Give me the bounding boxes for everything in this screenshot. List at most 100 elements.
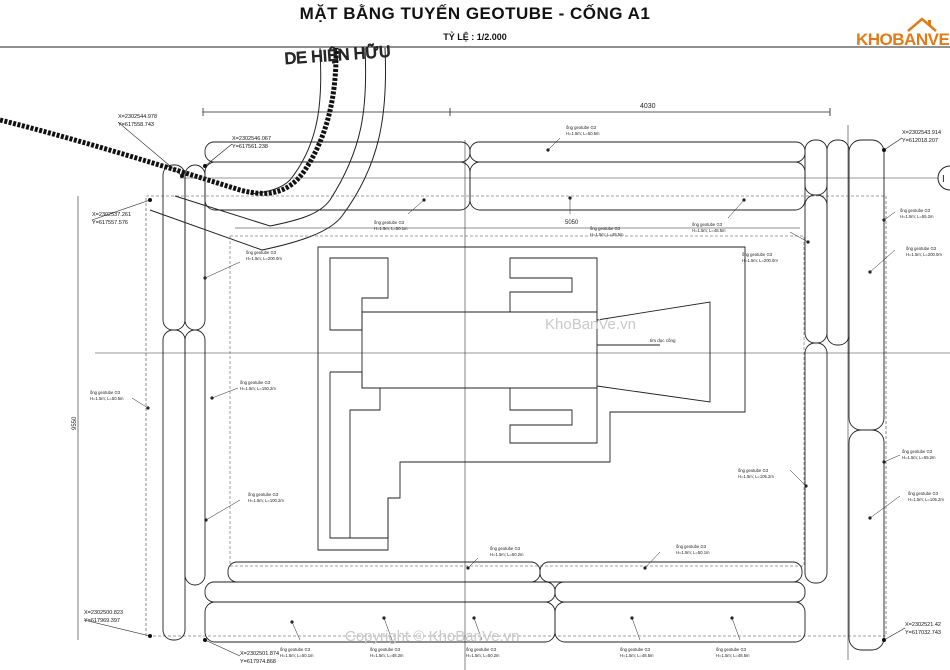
svg-text:ống geotube G3: ống geotube G3 [248,492,279,497]
svg-text:ống geotube G3: ống geotube G3 [374,220,405,225]
svg-text:H=1.5m; L=100.2m: H=1.5m; L=100.2m [248,498,284,503]
geotube-labels: ống geotube G3 H=1.5m; L=50.5m ống geotu… [90,125,944,658]
watermark-bottom: Copyright © KhoBanVe.vn [345,628,520,645]
sluice-structure [317,246,746,551]
svg-text:H=1.5m; L=48.2m: H=1.5m; L=48.2m [370,653,404,658]
dimension-top [202,108,831,116]
svg-text:H=1.5m; L=200.0m: H=1.5m; L=200.0m [246,256,282,261]
svg-text:ống geotube G3: ống geotube G3 [280,647,311,652]
tube-label-right-outer-2: ống geotube G3 H=1.5m; L=200.0m [868,246,942,274]
svg-text:ống geotube G3: ống geotube G3 [908,491,939,496]
tube-label-right-outer-4: ống geotube G3 H=1.5m; L=105.2m [868,491,944,520]
geotube-bottom-row [204,561,806,643]
coord-c1: X=2302544.978 Y=617558.743 [117,114,184,178]
tube-label-left-inner-3: ống geotube G3 H=1.5m; L=100.2m [204,492,284,522]
tube-label-bottom-outer-5: ống geotube G3 H=1.5m; L=48.5m [716,616,750,658]
tube-label-top-c: ống geotube G3 H=1.5m; L=48.5m [568,196,624,237]
svg-text:H=1.5m; L=105.2m: H=1.5m; L=105.2m [738,474,774,479]
inner-work-boundary [229,235,805,567]
svg-text:X=2302521.42: X=2302521.42 [905,622,941,628]
svg-text:ống geotube G3: ống geotube G3 [906,246,937,251]
svg-text:ống geotube G3: ống geotube G3 [742,252,773,257]
svg-text:ống geotube G3: ống geotube G3 [590,226,621,231]
svg-text:X=2302537.261: X=2302537.261 [92,212,131,218]
brand-logo-text: KHOBANVE [856,30,950,49]
svg-text:ống geotube G3: ống geotube G3 [902,449,933,454]
tube-label-bottom-outer-3: ống geotube G3 H=1.5m; L=50.2m [466,616,500,658]
tube-label-right-outer-3: ống geotube G3 H=1.5m; L=55.2m [882,449,936,464]
svg-text:Y=617558.743: Y=617558.743 [118,122,154,128]
svg-text:H=1.5m; L=55.2m: H=1.5m; L=55.2m [902,455,936,460]
svg-text:Y=617557.576: Y=617557.576 [92,220,128,226]
svg-text:H=1.5m; L=50.2m: H=1.5m; L=50.2m [466,653,500,658]
svg-text:H=1.5m; L=105.2m: H=1.5m; L=105.2m [908,497,944,502]
coord-c5: X=2302500.823 Y=617969.397 [83,610,152,638]
tube-label-bottom-inner-1: ống geotube G3 H=1.5m; L=50.2m [466,546,524,570]
tube-label-bottom-inner-2: ống geotube G3 H=1.5m; L=50.1m [643,544,710,570]
svg-text:X=2302500.823: X=2302500.823 [84,610,123,616]
brand-logo: KHOBANVE [856,14,950,54]
tube-label-left-inner-2: ống geotube G3 H=1.5m; L=150.2m [210,380,276,400]
tube-label-right-inner-2: ống geotube G3 H=1.5m; L=105.2m [738,468,808,488]
svg-text:H=1.5m; L=48.5m: H=1.5m; L=48.5m [590,232,624,237]
section-marker-label: I [942,174,945,185]
svg-text:H=1.5m; L=50.1m: H=1.5m; L=50.1m [374,226,408,231]
tube-label-bottom-outer-1: ống geotube G3 H=1.5m; L=50.1m [280,620,314,658]
svg-text:ống geotube G3: ống geotube G3 [620,647,651,652]
svg-text:ống geotube G3: ống geotube G3 [692,222,723,227]
coord-c4: X=2302543.914 Y=612018.207 [882,130,941,152]
svg-text:Y=617561.238: Y=617561.238 [232,144,268,150]
svg-text:H=1.5m; L=48.5m: H=1.5m; L=48.5m [692,228,726,233]
drawing-scale: TỶ LỆ : 1/2.000 [443,32,507,42]
svg-text:H=1.5m; L=50.1m: H=1.5m; L=50.1m [280,653,314,658]
svg-text:ống geotube G3: ống geotube G3 [246,250,277,255]
svg-text:H=1.5m; L=50.2m: H=1.5m; L=50.2m [490,552,524,557]
road-label: DE HIỆN HỮU [284,41,391,68]
svg-text:ống geotube G3: ống geotube G3 [370,647,401,652]
svg-text:X=2302543.914: X=2302543.914 [902,130,941,136]
drawing-title: MẶT BẰNG TUYẾN GEOTUBE - CỐNG A1 [299,4,651,23]
dim-top-length: 4030 [640,103,656,110]
svg-text:X=2302546.067: X=2302546.067 [232,136,271,142]
geotube-top-row [204,139,828,211]
svg-text:H=1.5m; L=50.5m: H=1.5m; L=50.5m [90,396,124,401]
tube-label-left-inner-1: ống geotube G3 H=1.5m; L=200.0m [203,250,282,280]
tube-label-right-outer-1: ống geotube G3 H=1.5m; L=55.2m [882,208,934,222]
svg-text:H=1.5m; L=150.2m: H=1.5m; L=150.2m [240,386,276,391]
existing-road: DE HIỆN HỮU [0,40,392,251]
svg-text:H=1.5m; L=55.2m: H=1.5m; L=55.2m [900,214,934,219]
svg-text:ống geotube G3: ống geotube G3 [676,544,707,549]
watermark-center: KhoBanVe.vn [545,316,636,333]
house-roof-icon [907,17,937,32]
svg-text:Y=617032.743: Y=617032.743 [905,630,941,636]
svg-text:H=1.5m; L=200.0m: H=1.5m; L=200.0m [742,258,778,263]
svg-text:H=1.5m; L=50.5m: H=1.5m; L=50.5m [566,131,600,136]
dim-left-height: 9550 [72,416,78,430]
dim-inner-length: 5050 [565,220,579,226]
work-zone-boundary [145,195,887,637]
svg-text:X=2302501.874: X=2302501.874 [240,651,279,657]
svg-text:ống geotube G3: ống geotube G3 [900,208,931,213]
tube-label-top-a: ống geotube G3 H=1.5m; L=50.5m [546,125,600,152]
svg-text:H=1.5m; L=48.5m: H=1.5m; L=48.5m [716,653,750,658]
svg-text:ống geotube G3: ống geotube G3 [738,468,769,473]
tube-label-top-b: ống geotube G3 H=1.5m; L=50.1m [374,198,426,231]
section-marker-icon [937,165,950,191]
svg-text:ống geotube G3: ống geotube G3 [466,647,497,652]
tube-label-bottom-outer-2: ống geotube G3 H=1.5m; L=48.2m [370,616,404,658]
svg-text:ống geotube G3: ống geotube G3 [490,546,521,551]
svg-text:H=1.5m; L=200.0m: H=1.5m; L=200.0m [906,252,942,257]
coord-c2: X=2302546.067 Y=617561.238 [203,136,271,168]
svg-text:Y=612018.207: Y=612018.207 [902,138,938,144]
svg-text:ống geotube G3: ống geotube G3 [716,647,747,652]
geotube-left-column [162,164,206,641]
coord-c6: X=2302501.874 Y=617974.868 [203,638,279,665]
coord-c7: X=2302521.42 Y=617032.743 [882,622,941,642]
svg-text:Y=617974.868: Y=617974.868 [240,659,276,665]
tube-label-left-outer: ống geotube G3 H=1.5m; L=50.5m [90,390,150,410]
coordinate-callouts: X=2302544.978 Y=617558.743 X=2302546.067… [83,114,941,665]
svg-text:ống geotube G3: ống geotube G3 [240,380,271,385]
structure-label: tim dọc cống [650,338,676,343]
tube-label-top-d: ống geotube G3 H=1.5m; L=48.5m [692,198,746,233]
svg-text:ống geotube G3: ống geotube G3 [90,390,121,395]
